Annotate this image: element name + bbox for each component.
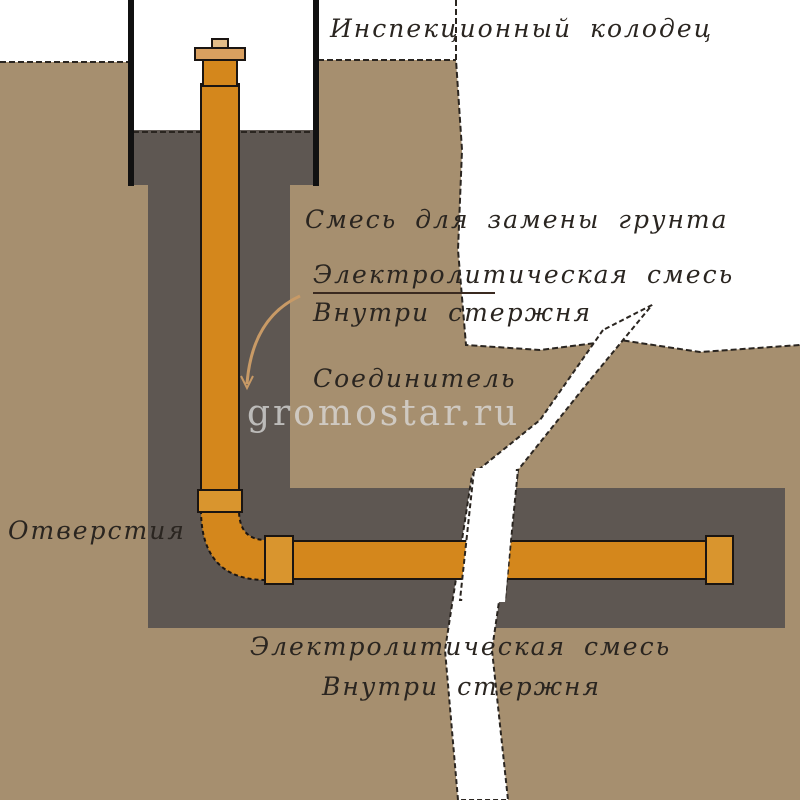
label-connector: Соединитель bbox=[313, 364, 517, 393]
label-electrolytic-mix-bottom: Электролитическая смесь bbox=[250, 632, 672, 661]
well-wall-right bbox=[313, 0, 319, 186]
label-soil-replacement-mix: Смесь для замены грунта bbox=[305, 205, 729, 234]
pipe-end-cap bbox=[705, 535, 734, 585]
label-holes: Отверстия bbox=[8, 516, 186, 545]
label-electrolytic-mix-top: Электролитическая смесь bbox=[313, 260, 735, 289]
label-inspection-well: Инспекционный колодец bbox=[330, 14, 714, 43]
label-inside-rod-bottom: Внутри стержня bbox=[322, 672, 602, 701]
pointer-arrow bbox=[245, 294, 301, 385]
soil-boundary bbox=[455, 0, 800, 354]
well-wall-left bbox=[128, 0, 134, 186]
label-inside-rod-top: Внутри стержня bbox=[313, 298, 593, 327]
pipe-coupler-elbow bbox=[264, 535, 294, 585]
watermark: gromostar.ru bbox=[247, 393, 521, 434]
electrolytic-mix bbox=[133, 130, 785, 628]
pipe-coupler-vertical bbox=[197, 489, 243, 513]
